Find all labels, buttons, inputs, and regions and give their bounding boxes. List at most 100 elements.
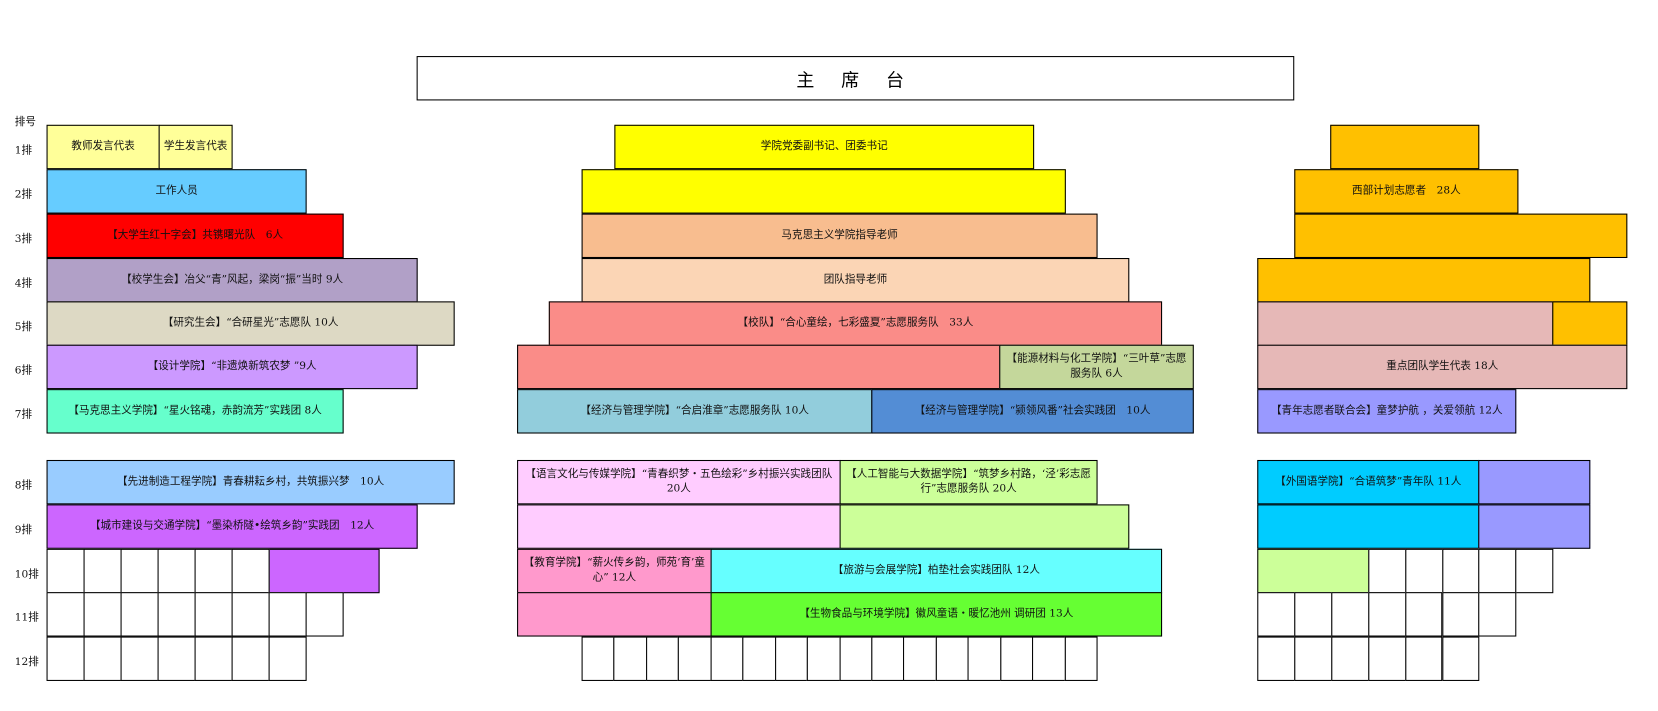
energy-materials-block: 【能源材料与化工学院】“三叶草”志愿服务队 6人 bbox=[999, 344, 1194, 390]
row-label: 3排 bbox=[14, 233, 33, 246]
block-label: 【马克思主义学院】“星火铭魂，赤韵流芳”实践团 8人 bbox=[68, 404, 322, 417]
block-label: 【设计学院】“非遗焕新筑农梦 ”9人 bbox=[147, 360, 317, 373]
key-team-block: 重点团队学生代表 18人 bbox=[1257, 344, 1628, 390]
empty-seat-cell bbox=[157, 548, 196, 594]
language-media-block: 【语言文化与传媒学院】“青春织梦・五色绘彩”乡村振兴实践团队 20人 bbox=[517, 459, 841, 505]
block-label: 学院党委副书记、团委书记 bbox=[760, 140, 888, 153]
empty-seat-cell bbox=[710, 636, 744, 681]
block-label: 【旅游与会展学院】柏垫社会实践团队 12人 bbox=[832, 564, 1040, 577]
empty-seat-cell bbox=[1331, 592, 1370, 637]
empty-seat-cell bbox=[1478, 548, 1517, 594]
block-label: 【研究生会】“合研星光”志愿队 10人 bbox=[162, 317, 339, 329]
foreign-language-block: 【外国语学院】“合语筑梦”青年队 11人 bbox=[1257, 459, 1480, 505]
bio-food-school-block: 【生物食品与环境学院】徽风童语・暖忆池州 调研团 13人 bbox=[710, 592, 1163, 637]
empty-seat-cell bbox=[1441, 636, 1480, 681]
row-label: 8排 bbox=[14, 480, 33, 492]
economics-team-b-block: 【经济与管理学院】“颍领风番”社会实践团 10人 bbox=[871, 389, 1194, 434]
row-label: 7排 bbox=[14, 409, 33, 421]
row-label: 11排 bbox=[14, 612, 39, 624]
empty-seat-cell bbox=[46, 636, 85, 681]
language-media-block-ext bbox=[517, 504, 841, 549]
block-label: 重点团队学生代表 18人 bbox=[1386, 360, 1499, 373]
empty-seat-cell bbox=[46, 592, 85, 637]
empty-seat-cell bbox=[678, 636, 712, 681]
block-label: 【外国语学院】“合语筑梦”青年队 11人 bbox=[1275, 475, 1462, 488]
empty-seat-cell bbox=[806, 636, 841, 681]
empty-seat-cell bbox=[1257, 636, 1296, 681]
empty-seat-cell bbox=[871, 636, 905, 681]
empty-seat-cell bbox=[967, 636, 1002, 681]
empty-seat-cell bbox=[645, 636, 680, 681]
empty-seat-cell bbox=[231, 548, 270, 594]
empty-seat-cell bbox=[1064, 636, 1098, 681]
ai-bigdata-block: 【人工智能与大数据学院】“筑梦乡村路，‘泾’彩志愿行”志愿服务队 20人 bbox=[839, 459, 1098, 505]
empty-seat-cell bbox=[1367, 592, 1406, 637]
empty-seat-cell bbox=[742, 636, 776, 681]
block-label: 【大学生红十字会】共镌曙光队 6人 bbox=[107, 229, 284, 242]
block-label: 【教育学院】“薪火传乡韵，师苑‘育’童心” 12人 bbox=[523, 557, 706, 584]
education-school-block-ext bbox=[517, 592, 712, 637]
empty-seat-cell bbox=[268, 636, 307, 681]
youth-volunteer-block-ext bbox=[1478, 459, 1591, 505]
empty-seat-cell bbox=[83, 636, 122, 681]
party-secretary-block: 学院党委副书记、团委书记 bbox=[614, 124, 1035, 170]
western-volunteers-block: 西部计划志愿者 28人 bbox=[1294, 169, 1519, 214]
western-volunteers-block-ext bbox=[1330, 124, 1480, 170]
empty-seat-cell bbox=[1257, 592, 1296, 637]
rostrum-title: 主 席 台 bbox=[416, 56, 1295, 101]
empty-seat-cell bbox=[1441, 548, 1480, 594]
row-label: 2排 bbox=[14, 189, 33, 201]
economics-team-a-block: 【经济与管理学院】“合启淮章”志愿服务队 10人 bbox=[517, 389, 873, 434]
empty-seat-cell bbox=[83, 548, 122, 594]
ai-bigdata-block-ext bbox=[839, 504, 1130, 549]
team-advisors-block: 团队指导老师 bbox=[581, 258, 1130, 303]
block-label: 【先进制造工程学院】青春耕耘乡村，共筑振兴梦 10人 bbox=[116, 475, 385, 488]
western-volunteers-block-ext bbox=[1552, 301, 1628, 346]
urban-construction-block-ext bbox=[268, 548, 380, 594]
empty-seat-cell bbox=[1331, 636, 1370, 681]
western-volunteers-block-ext bbox=[1294, 213, 1628, 259]
empty-seat-cell bbox=[231, 636, 270, 681]
empty-seat-cell bbox=[1404, 592, 1443, 637]
empty-seat-cell bbox=[1368, 548, 1407, 594]
school-team-block: 【校队】“合心童绘，七彩盛夏”志愿服务队 33人 bbox=[548, 301, 1163, 346]
marxism-advisors-block: 马克思主义学院指导老师 bbox=[581, 213, 1098, 259]
empty-seat-cell bbox=[903, 636, 937, 681]
marxism-school-block: 【马克思主义学院】“星火铭魂，赤韵流芳”实践团 8人 bbox=[46, 389, 344, 434]
tourism-school-block: 【旅游与会展学院】柏垫社会实践团队 12人 bbox=[710, 548, 1163, 594]
empty-seat-cell bbox=[1000, 636, 1034, 681]
empty-seat-cell bbox=[305, 592, 344, 637]
education-school-block: 【教育学院】“薪火传乡韵，师苑‘育’童心” 12人 bbox=[517, 548, 712, 594]
empty-seat-cell bbox=[935, 636, 969, 681]
block-label: 【人工智能与大数据学院】“筑梦乡村路，‘泾’彩志愿行”志愿服务队 20人 bbox=[846, 468, 1091, 495]
empty-seat-cell bbox=[774, 636, 808, 681]
design-school-block: 【设计学院】“非遗焕新筑农梦 ”9人 bbox=[46, 344, 418, 390]
empty-seat-cell bbox=[268, 592, 307, 637]
block-label: 教师发言代表 bbox=[71, 140, 135, 153]
ai-bigdata-block-ext bbox=[1257, 548, 1370, 594]
foreign-language-block-ext bbox=[1257, 504, 1480, 549]
block-label: 【校队】“合心童绘，七彩盛夏”志愿服务队 33人 bbox=[737, 317, 974, 329]
empty-seat-cell bbox=[1405, 548, 1443, 594]
row-label: 1排 bbox=[14, 144, 33, 157]
block-label: 【经济与管理学院】“合启淮章”志愿服务队 10人 bbox=[580, 404, 809, 417]
empty-seat-cell bbox=[157, 592, 196, 637]
block-label: 【校学生会】冶父“青”风起，梁岗“振”当时 9人 bbox=[121, 273, 344, 286]
empty-seat-cell bbox=[613, 636, 647, 681]
block-label: 工作人员 bbox=[155, 185, 198, 197]
staff-block: 工作人员 bbox=[46, 169, 307, 214]
empty-seat-cell bbox=[120, 636, 159, 681]
row-label: 12排 bbox=[14, 656, 39, 669]
empty-seat-cell bbox=[1404, 636, 1443, 681]
block-label: 【生物食品与环境学院】徽风童语・暖忆池州 调研团 13人 bbox=[799, 608, 1074, 620]
block-label: 【经济与管理学院】“颍领风番”社会实践团 10人 bbox=[914, 404, 1151, 417]
manufacturing-school-block: 【先进制造工程学院】青春耕耘乡村，共筑振兴梦 10人 bbox=[46, 459, 455, 505]
block-label: 【语言文化与传媒学院】“青春织梦・五色绘彩”乡村振兴实践团队 20人 bbox=[525, 468, 833, 495]
empty-seat-cell bbox=[1032, 636, 1066, 681]
empty-seat-cell bbox=[194, 548, 233, 594]
graduate-union-block: 【研究生会】“合研星光”志愿队 10人 bbox=[46, 301, 455, 346]
empty-seat-cell bbox=[120, 592, 159, 637]
block-label: 【城市建设与交通学院】“墨染桥隧•绘筑乡韵”实践团 12人 bbox=[89, 520, 375, 532]
empty-seat-cell bbox=[1294, 592, 1333, 637]
